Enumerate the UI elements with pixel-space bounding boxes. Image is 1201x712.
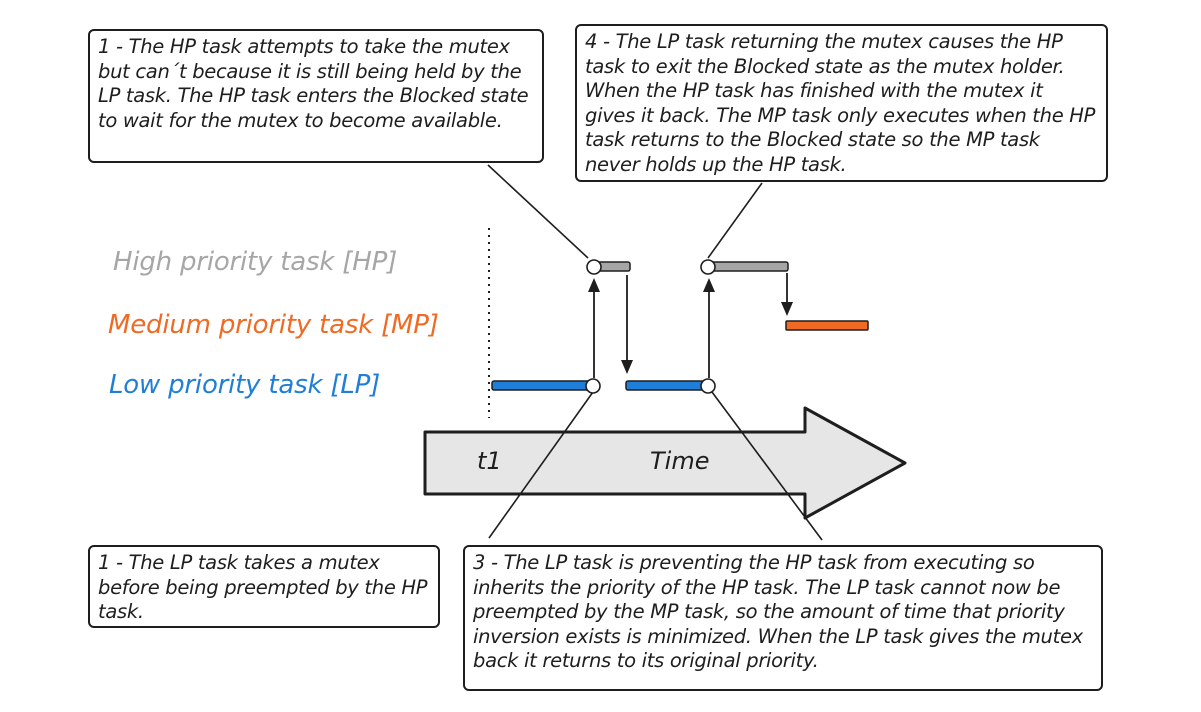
leader-bottom-left [488, 391, 594, 539]
hp-acquire-marker [700, 259, 716, 275]
hp-attempt-marker [586, 259, 602, 275]
time-label: Time [650, 447, 710, 475]
lane-label-mp: Medium priority task [MP] [108, 310, 439, 340]
mutex-return-marker [700, 378, 716, 394]
hp-bar-2 [705, 261, 789, 272]
lane-label-lp: Low priority task [LP] [109, 370, 381, 400]
mutex-take-marker [585, 378, 601, 394]
leader-top-right [707, 182, 763, 259]
leader-top-left [487, 164, 589, 259]
lp-bar-1 [491, 380, 594, 391]
lp-bar-2 [625, 380, 709, 391]
mp-bar [785, 320, 869, 331]
arrow-hp-to-lp [621, 275, 633, 374]
callout-priority-inheritance: 3 - The LP task is preventing the HP tas… [463, 545, 1103, 691]
callout-hp-blocked: 1 - The HP task attempts to take the mut… [88, 29, 544, 163]
callout-hp-unblocked: 4 - The LP task returning the mutex caus… [575, 24, 1108, 182]
callout-lp-takes-mutex: 1 - The LP task takes a mutex before bei… [88, 545, 440, 628]
arrow-hp-to-mp [781, 273, 793, 316]
arrow-lp-to-hp-2 [703, 278, 715, 378]
leader-bottom-right [711, 391, 823, 541]
t1-label: t1 [477, 447, 502, 475]
arrow-lp-to-hp-1 [588, 278, 600, 378]
lane-label-hp: High priority task [HP] [113, 247, 398, 277]
